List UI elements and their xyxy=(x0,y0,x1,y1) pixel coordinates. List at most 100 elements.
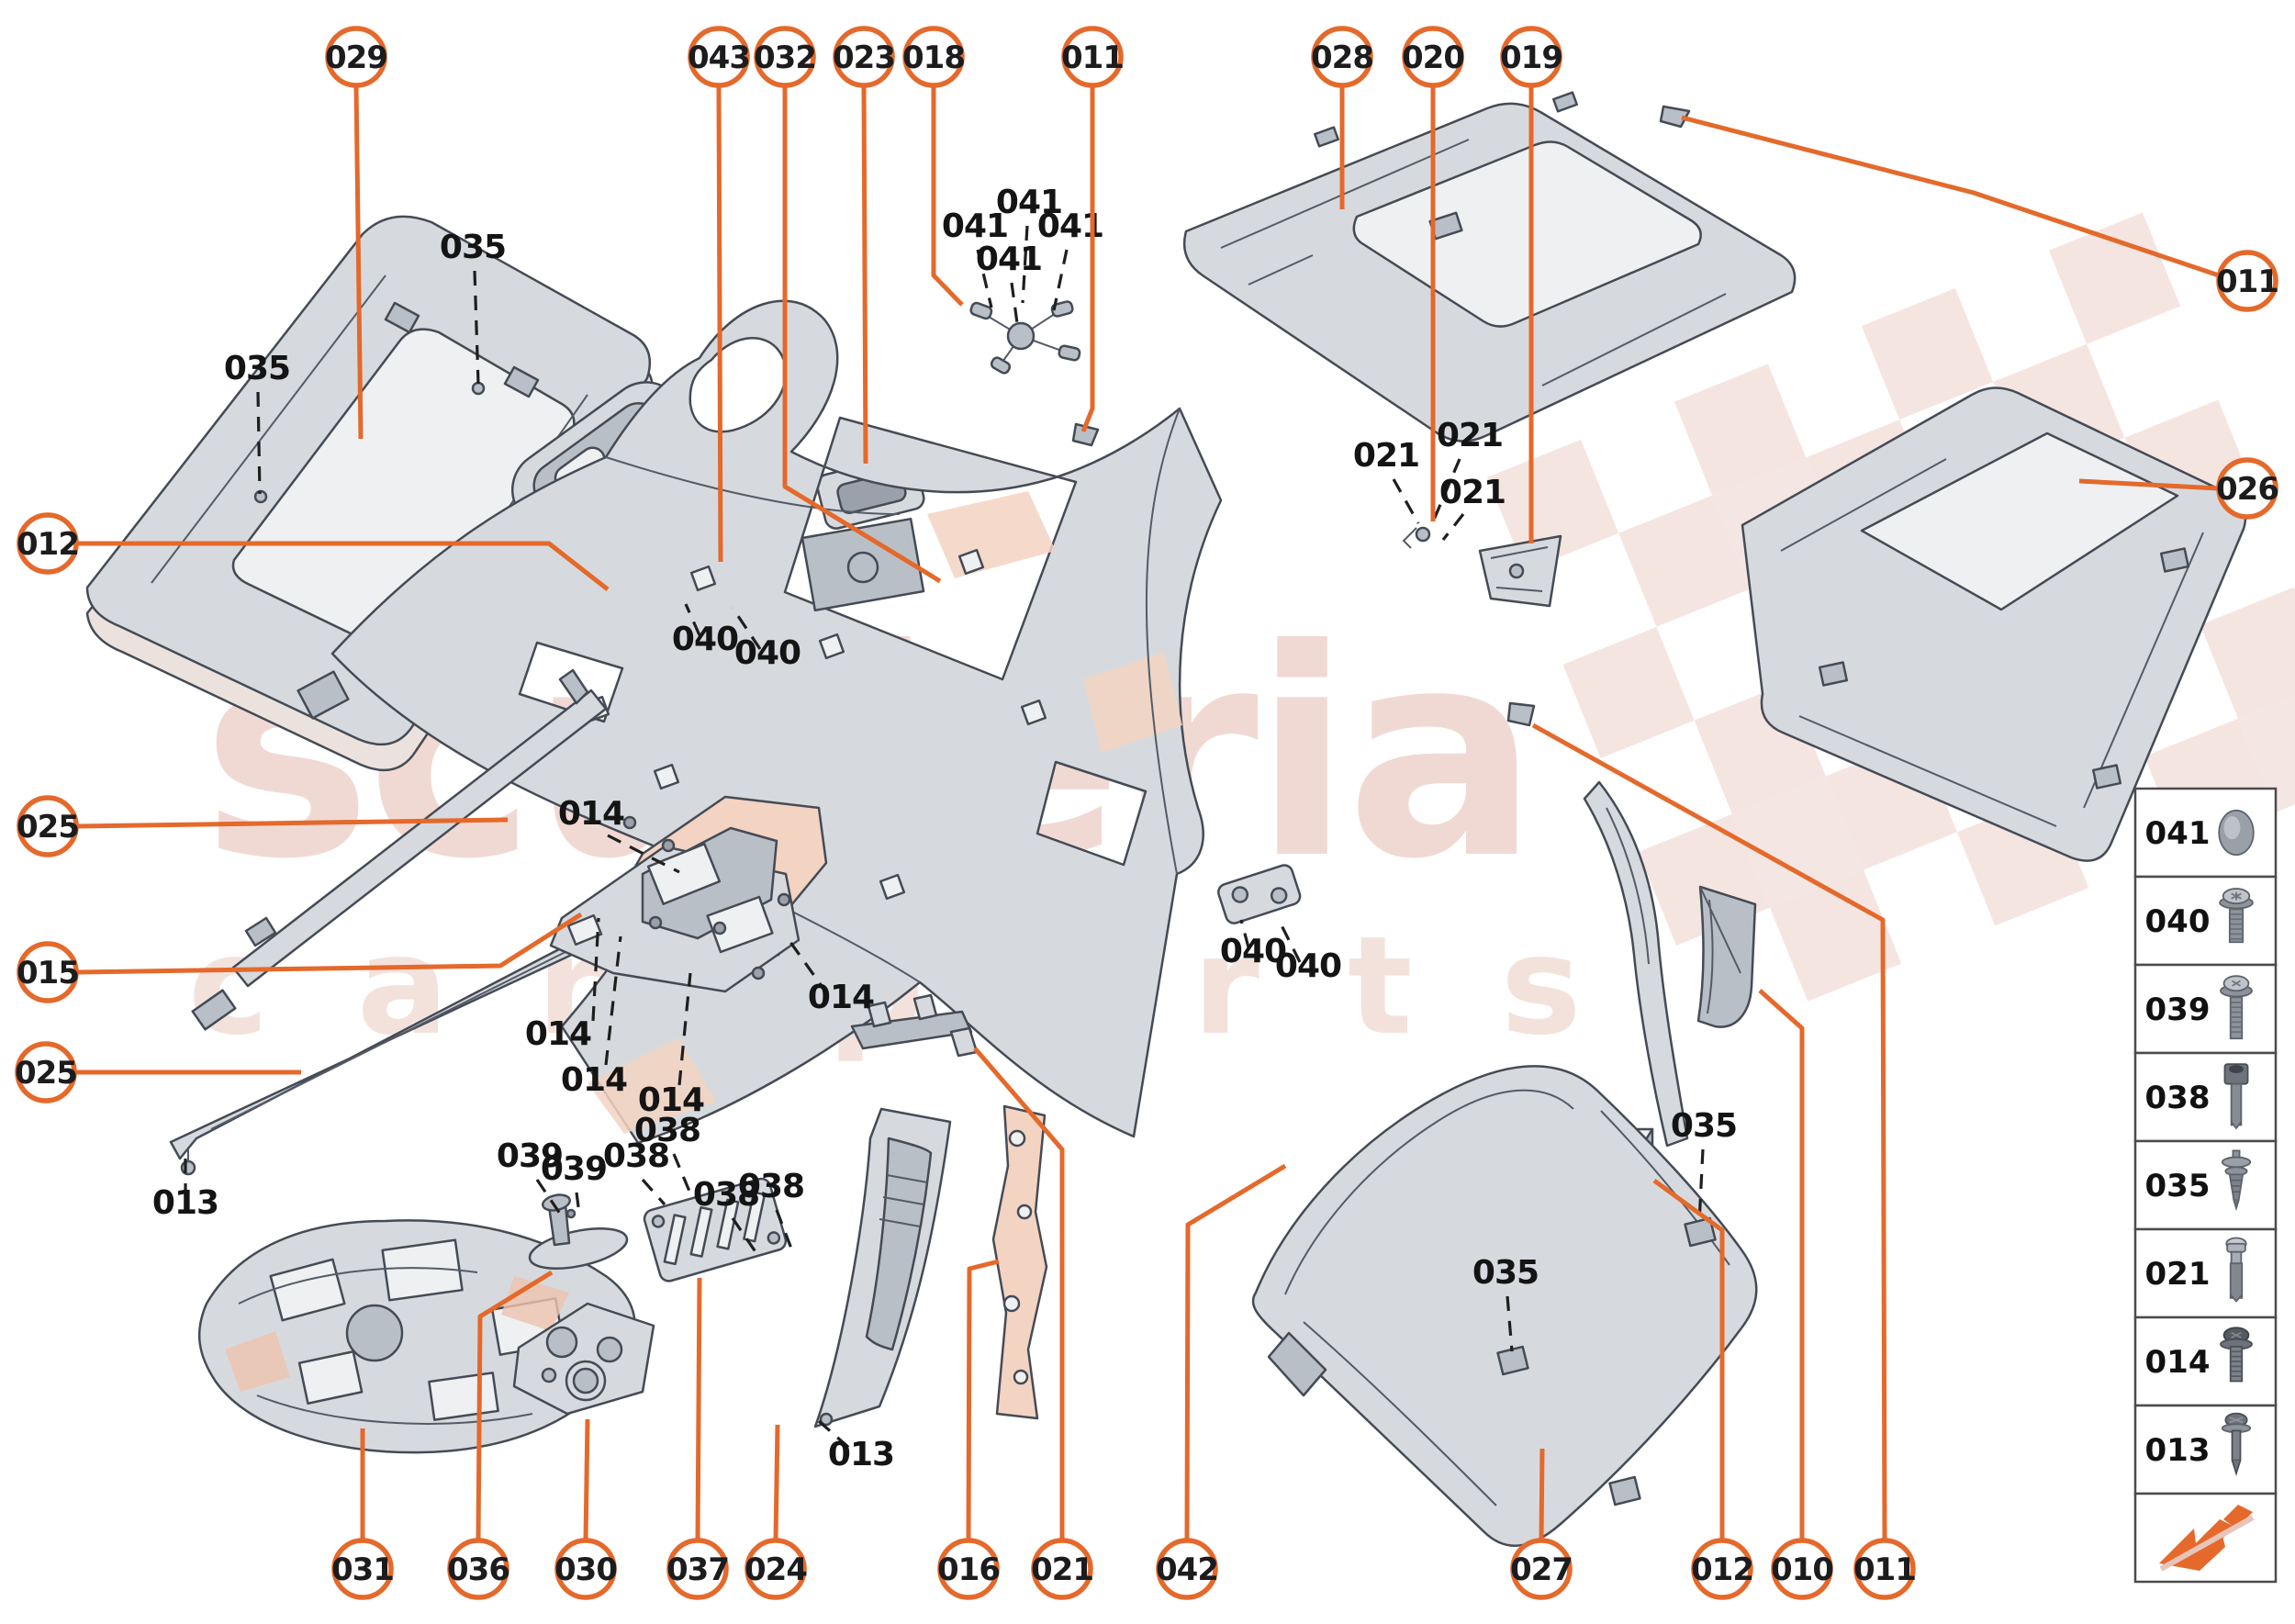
callout-label: 016 xyxy=(937,1551,1000,1588)
callout-028-top[interactable]: 028 xyxy=(1311,26,1374,88)
part-number-label-038: 038 xyxy=(634,1112,700,1149)
leader-line-037-bottom xyxy=(695,1277,702,1541)
callout-011-bottom[interactable]: 011 xyxy=(1853,1538,1917,1600)
legend-cell xyxy=(2133,875,2278,967)
part-headliner-main[interactable] xyxy=(330,299,1223,1145)
callout-016-bottom[interactable]: 016 xyxy=(937,1538,1001,1600)
dashed-leader-lines xyxy=(184,225,1705,1450)
callout-011-right[interactable]: 011 xyxy=(2216,250,2279,312)
legend-cell xyxy=(2133,1404,2278,1495)
callout-circle xyxy=(17,795,79,857)
part-clip-011-bottom[interactable] xyxy=(1506,701,1536,727)
callout-circle xyxy=(1402,26,1464,88)
callout-043-top[interactable]: 043 xyxy=(688,26,751,88)
callout-label: 011 xyxy=(1061,39,1124,76)
part-bracket-assembly-015[interactable] xyxy=(549,795,828,993)
callout-025-left-b[interactable]: 025 xyxy=(15,1041,78,1103)
callout-037-bottom[interactable]: 037 xyxy=(666,1538,730,1600)
leader-line-027-bottom xyxy=(1539,1448,1545,1541)
legend-code: 040 xyxy=(2145,903,2211,940)
legend-row-013: 013 xyxy=(2133,1404,2278,1495)
part-pocket-trim-010[interactable] xyxy=(1696,885,1757,1028)
callout-circle xyxy=(754,26,816,88)
part-panel-031[interactable] xyxy=(197,1219,636,1454)
part-number-label-014: 014 xyxy=(561,1061,627,1099)
callout-036-bottom[interactable]: 036 xyxy=(447,1538,510,1600)
callout-circle xyxy=(1691,1538,1753,1600)
part-a-pillar-trim-024[interactable] xyxy=(813,1107,952,1428)
part-number-label-014: 014 xyxy=(558,795,624,833)
callout-031-bottom[interactable]: 031 xyxy=(331,1538,395,1600)
dash-line-035-0 xyxy=(473,270,480,385)
part-roof-frame-029[interactable] xyxy=(85,215,655,772)
callout-018-top[interactable]: 018 xyxy=(902,26,966,88)
part-sunroof-panel-028[interactable] xyxy=(1182,91,1797,442)
part-roof-shell-026[interactable] xyxy=(1741,386,2247,862)
callout-032-top[interactable]: 032 xyxy=(754,26,817,88)
leader-line-018-top xyxy=(931,85,964,307)
dash-line-014-12 xyxy=(591,917,600,1022)
dash-line-035-1 xyxy=(256,391,262,495)
callout-021-bottom[interactable]: 021 xyxy=(1031,1538,1094,1600)
callout-circle xyxy=(1061,26,1124,88)
dash-line-013-25 xyxy=(817,1419,852,1450)
dash-line-035-27 xyxy=(1506,1295,1514,1352)
callout-030-bottom[interactable]: 030 xyxy=(554,1538,618,1600)
callout-025-left-a[interactable]: 025 xyxy=(17,795,80,857)
part-clip-020[interactable] xyxy=(1402,526,1431,549)
part-harness-bracket-018[interactable] xyxy=(969,300,1081,375)
callout-circle xyxy=(325,26,387,88)
part-number-label-038: 038 xyxy=(738,1168,804,1205)
part-gasket-030[interactable] xyxy=(512,1302,655,1416)
callout-026-right[interactable]: 026 xyxy=(2216,457,2279,520)
callout-015-left[interactable]: 015 xyxy=(17,941,80,1003)
callout-circle xyxy=(17,941,79,1003)
leader-line-025-left-a xyxy=(77,817,509,829)
callout-012-bottom[interactable]: 012 xyxy=(1691,1538,1754,1600)
part-slotted-plate-037[interactable] xyxy=(643,1177,789,1283)
leader-line-021-bottom xyxy=(973,1047,1065,1540)
part-hinge-bracket-040[interactable] xyxy=(1216,863,1302,925)
legend-arrow-box[interactable] xyxy=(2133,1492,2278,1584)
part-quarter-trim-027[interactable] xyxy=(1251,1065,1758,1547)
callout-020-top[interactable]: 020 xyxy=(1402,26,1465,88)
part-support-016[interactable] xyxy=(991,1104,1048,1420)
callout-011-top[interactable]: 011 xyxy=(1061,26,1125,88)
callout-019-top[interactable]: 019 xyxy=(1500,26,1563,88)
part-number-label-013: 013 xyxy=(152,1184,218,1222)
part-clip-rail-021[interactable] xyxy=(850,993,979,1058)
callout-label: 025 xyxy=(15,1055,77,1092)
callout-024-bottom[interactable]: 024 xyxy=(744,1538,808,1600)
leader-line-015-left xyxy=(77,912,583,975)
callout-label: 037 xyxy=(666,1551,729,1588)
part-bracket-019[interactable] xyxy=(1478,534,1562,608)
callout-012-left[interactable]: 012 xyxy=(17,512,80,575)
callout-label: 030 xyxy=(554,1551,617,1588)
part-number-label-039: 039 xyxy=(497,1137,563,1175)
legend-code: 021 xyxy=(2145,1256,2211,1293)
part-c-pillar-rail[interactable] xyxy=(1583,780,1689,1148)
callout-circle xyxy=(1771,1538,1833,1600)
callout-circle xyxy=(2216,457,2278,520)
dash-line-038-21 xyxy=(775,1209,793,1249)
leader-line-010-bottom xyxy=(1758,989,1805,1540)
callout-010-bottom[interactable]: 010 xyxy=(1771,1538,1834,1600)
part-plug-036[interactable] xyxy=(526,1193,631,1276)
legend-cell xyxy=(2133,1227,2278,1319)
dash-line-040-7 xyxy=(731,607,762,650)
part-clip-011-right[interactable] xyxy=(1659,105,1691,129)
callout-023-top[interactable]: 023 xyxy=(833,26,896,88)
callout-027-bottom[interactable]: 027 xyxy=(1510,1538,1573,1600)
callout-029-top[interactable]: 029 xyxy=(325,26,388,88)
leader-line-016-bottom xyxy=(966,1259,1000,1541)
part-number-label-040: 040 xyxy=(1275,947,1341,985)
part-clip-011-top[interactable] xyxy=(1071,422,1100,447)
callout-circle xyxy=(1510,1538,1573,1600)
dash-line-039-22 xyxy=(535,1179,562,1215)
callout-042-bottom[interactable]: 042 xyxy=(1156,1538,1219,1600)
callout-label: 023 xyxy=(833,39,895,76)
callout-circle xyxy=(17,512,79,575)
part-number-label-039: 039 xyxy=(541,1150,607,1188)
callout-label: 024 xyxy=(744,1551,807,1588)
